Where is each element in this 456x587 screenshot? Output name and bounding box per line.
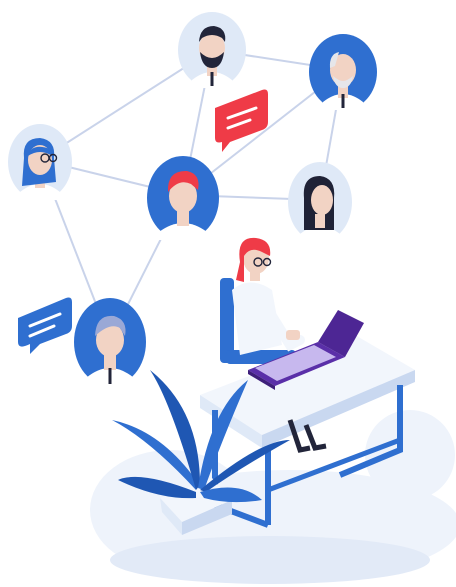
avatar-red-haired-man xyxy=(147,156,219,240)
desk xyxy=(200,335,415,528)
seated-woman xyxy=(232,237,327,453)
avatar-bald-elder xyxy=(309,34,377,110)
chat-bubble-blue xyxy=(18,297,72,354)
avatar-gray-haired-man xyxy=(74,298,146,386)
potted-plant xyxy=(112,370,290,535)
avatar-dark-haired-woman xyxy=(288,162,352,242)
chat-bubble-red xyxy=(215,89,268,152)
laptop xyxy=(248,310,364,390)
avatar-woman-glasses xyxy=(8,124,72,200)
avatar-bearded-man xyxy=(178,12,246,88)
